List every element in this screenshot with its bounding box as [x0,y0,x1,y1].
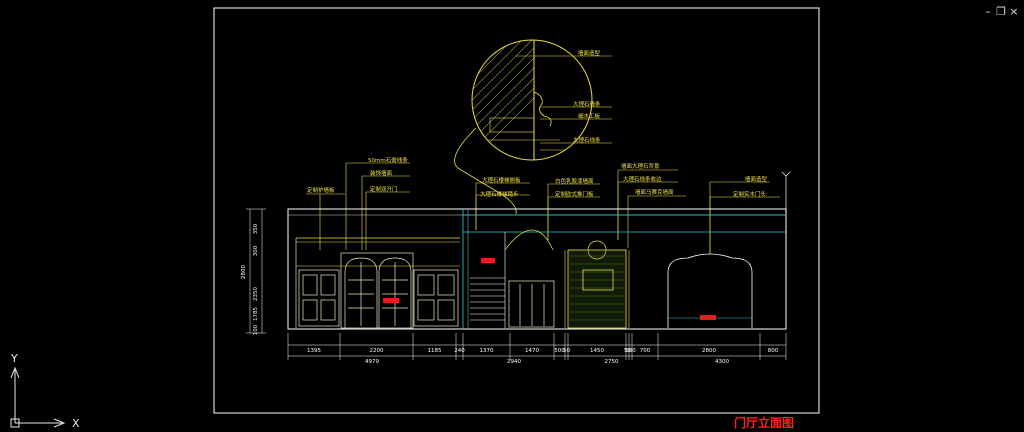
middle-label-3: 白色乳胶漆墙面 [555,177,594,185]
dimension-total: 4300 [715,359,729,365]
drawing-title: 门厅立面图 [734,415,794,430]
detail-leaders [516,55,612,144]
close-button[interactable]: × [1009,5,1019,18]
left-leaders [306,162,410,250]
ucs-axis-icon [10,366,66,428]
stair [470,232,506,328]
middle-label-1: 大理石楼梯侧板 [482,176,521,184]
right-label-2: 大理石线条收边 [623,175,662,183]
dimension-text: 1185 [428,348,442,354]
section-marker-1 [383,298,399,303]
detail-label-1: 墙面造型 [578,49,601,57]
vertical-dimension-lines [246,208,266,334]
right-leaders [617,169,780,254]
dimension-total: 2940 [507,359,521,365]
axis-x-label: X [72,417,80,430]
left-label-1: 50mm石膏线条 [368,156,408,164]
vertical-dimension-text: 2800 [241,265,247,279]
middle-leaders [475,182,600,240]
left-label-2: 装饰墙面 [370,169,393,177]
arch-doorway [667,253,753,328]
right-label-3: 墙面马赛克墙面 [635,188,674,196]
vertical-dimension-text: 1785 [253,307,259,321]
dimension-text: 2200 [370,348,384,354]
dimension-ticks [287,333,787,360]
detail-label-3: 细木工板 [578,112,601,120]
dimension-text: 1370 [480,348,494,354]
vertical-dimension-text: 2350 [253,287,259,301]
elevation-outline [287,208,787,330]
dimension-text: 1395 [307,348,321,354]
cabinet-doors [504,229,555,328]
double-door [340,252,414,329]
vertical-dimension-text: 100 [253,324,259,335]
minimize-button[interactable]: – [985,5,991,18]
vertical-dimension-texts: 350 300 2350 2800 1785 100 [241,223,259,335]
right-label-5: 定制实木门头 [733,190,767,198]
vertical-dimension-text: 350 [253,223,259,234]
sheet-frame [213,7,820,414]
dimension-lines [288,344,786,357]
wainscot-panels-left [298,269,459,327]
left-label-4: 定制双开门 [370,185,398,193]
right-label-1: 墙面大理石背景 [621,162,660,170]
middle-label-4: 定制欧式推门板 [555,190,594,198]
dimension-text: 500 [625,348,636,354]
dimension-text: 240 [454,348,465,354]
top-marker [781,171,791,209]
dimension-text: 700 [640,348,651,354]
vertical-dimension-text: 300 [253,245,259,256]
left-label-3: 定制护墙板 [307,186,335,194]
dimension-text: 50 [563,348,570,354]
middle-label-2: 大理石楼梯踏步 [480,190,519,198]
marble-feature [564,240,630,329]
axis-y-label: Y [10,352,18,365]
dimension-total: 2750 [605,359,619,365]
dimension-text: 50 [624,348,631,354]
dimension-text: 500 [554,348,565,354]
dimension-text: 1450 [590,348,604,354]
right-label-4: 墙面造型 [745,175,768,183]
dimension-text: 1470 [525,348,539,354]
dimension-total: 4979 [365,359,379,365]
restore-button[interactable]: ❐ [996,5,1006,18]
dimension-text: 2800 [702,348,716,354]
detail-label-4: 大理石线条 [573,136,601,144]
detail-label-2: 大理石线条 [573,100,601,108]
dimension-text: 800 [768,348,779,354]
